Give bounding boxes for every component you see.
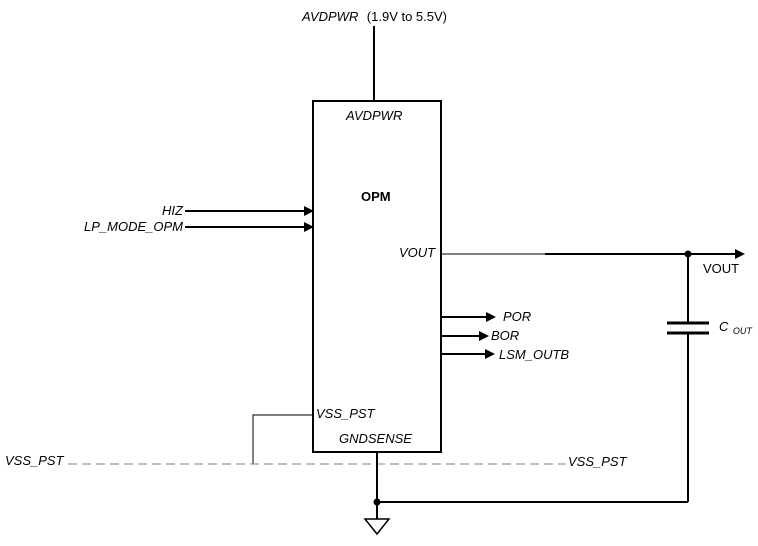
output-vout-label: VOUT	[703, 261, 739, 276]
capacitor-label: C OUT	[719, 318, 753, 336]
output-lsm-arrow	[485, 349, 495, 359]
input-hiz-arrow	[304, 206, 314, 216]
vout-arrow	[735, 249, 745, 259]
cap-label-main: C	[719, 319, 729, 334]
ground-junction	[373, 498, 381, 506]
vss-pst-wire	[252, 414, 313, 464]
output-bor-label: BOR	[491, 328, 519, 343]
pin-gndsense-label: GNDSENSE	[339, 431, 412, 446]
vss-pst-left-label: VSS_PST	[5, 453, 65, 468]
supply-range: (1.9V to 5.5V)	[367, 9, 447, 24]
opm-block	[312, 100, 442, 453]
input-hiz-label: HIZ	[162, 203, 184, 218]
input-lp-mode-arrow	[304, 222, 314, 232]
block-title: OPM	[361, 189, 391, 204]
pin-vout-label: VOUT	[399, 245, 436, 260]
supply-name: AVDPWR	[301, 9, 358, 24]
ground-icon	[363, 518, 391, 536]
pin-avdpwr-label: AVDPWR	[345, 108, 402, 123]
output-por-arrow	[486, 312, 496, 322]
supply-label: AVDPWR (1.9V to 5.5V)	[301, 8, 447, 25]
input-lp-mode-label: LP_MODE_OPM	[84, 219, 183, 234]
vss-pst-right-label: VSS_PST	[568, 454, 628, 469]
output-bor-arrow	[479, 331, 489, 341]
output-lsm-label: LSM_OUTB	[499, 347, 569, 362]
pin-vss-pst-label: VSS_PST	[316, 406, 376, 421]
output-por-label: POR	[503, 309, 531, 324]
cap-label-sub: OUT	[733, 326, 754, 336]
